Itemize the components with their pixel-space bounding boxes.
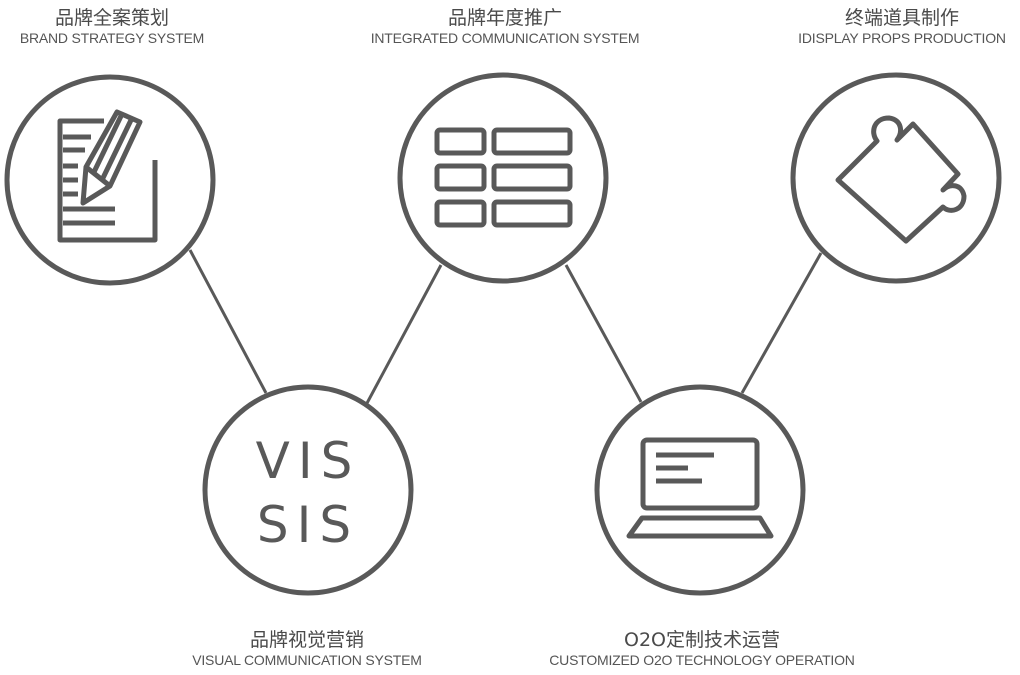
title-zh: 品牌全案策划: [54, 7, 169, 29]
node-label-communication: 品牌年度推广 INTEGRATED COMMUNICATION SYSTEM: [345, 7, 665, 47]
node-circle-communication: [397, 72, 609, 284]
title-en: INTEGRATED COMMUNICATION SYSTEM: [370, 30, 640, 46]
node-circle-o2o: [594, 384, 806, 596]
vis-text: VIS: [256, 432, 361, 490]
grid-blocks-icon: [434, 127, 573, 228]
node-label-visual: 品牌视觉营销 VISUAL COMMUNICATION SYSTEM: [147, 629, 467, 669]
title-en: CUSTOMIZED O2O TECHNOLOGY OPERATION: [549, 652, 855, 668]
vis-sis-text-icon: VIS SIS: [256, 432, 361, 554]
connector-line: [740, 252, 823, 394]
connector-line: [564, 264, 643, 403]
title-en: IDISPLAY PROPS PRODUCTION: [798, 30, 1006, 46]
sis-text: SIS: [257, 496, 359, 554]
title-zh: 终端道具制作: [844, 7, 959, 29]
title-zh: O2O定制技术运营: [624, 629, 780, 651]
title-en: VISUAL COMMUNICATION SYSTEM: [192, 652, 422, 668]
node-circle-visual: [202, 384, 414, 596]
connector-line: [188, 249, 268, 394]
node-label-display-props: 终端道具制作 IDISPLAY PROPS PRODUCTION: [742, 7, 1020, 47]
title-zh: 品牌年度推广: [447, 7, 562, 29]
node-label-o2o: O2O定制技术运营 CUSTOMIZED O2O TECHNOLOGY OPER…: [542, 629, 862, 669]
laptop-icon: [626, 437, 774, 539]
node-circle-display-props: [790, 72, 1002, 284]
title-en: BRAND STRATEGY SYSTEM: [19, 30, 205, 46]
connector-line: [364, 264, 443, 406]
node-label-brand-strategy: 品牌全案策划 BRAND STRATEGY SYSTEM: [0, 7, 272, 47]
title-zh: 品牌视觉营销: [249, 629, 364, 651]
document-pencil-icon: [57, 109, 158, 243]
puzzle-piece-icon: [835, 115, 967, 244]
